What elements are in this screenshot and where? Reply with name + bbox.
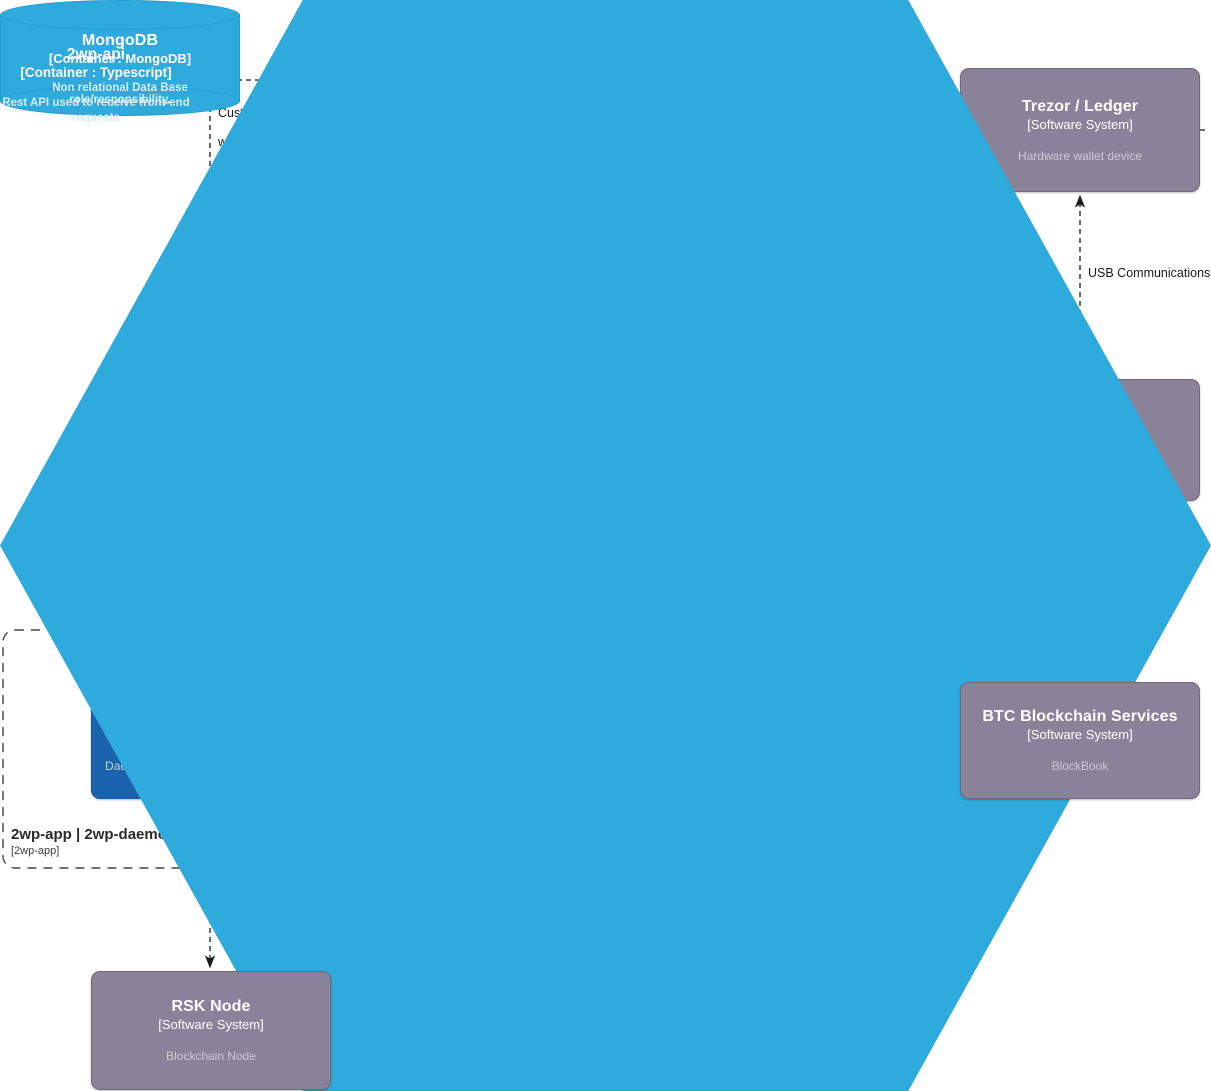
node-2wp-api-title: 2wp-api [66,46,126,63]
node-btc-blockchain-services-tech: [Software System] [1027,727,1133,742]
node-btc-blockchain-services[interactable]: BTC Blockchain Services [Software System… [960,682,1200,799]
cylinder-bottom [0,86,240,116]
node-mongodb-tech: [Container : MongoDB] [48,51,192,66]
node-trezor-ledger-description: Hardware wallet device [1017,148,1143,163]
node-mongodb[interactable]: MongoDB [Container : MongoDB] Non relati… [0,0,240,116]
node-2wp-api-description: Rest API used to receive front-end reque… [2,97,190,124]
node-rsk-node[interactable]: RSK Node [Software System] Blockchain No… [91,971,331,1090]
node-btc-blockchain-services-title: BTC Blockchain Services [982,708,1178,725]
boundary-name: 2wp-app | 2wp-daemon [11,826,177,843]
node-trezor-ledger-tech: [Software System] [1027,116,1133,132]
node-2wp-api-text: 2wp-api [Container : Typescript] Rest AP… [0,46,204,126]
node-2wp-api-tech: [Container : Typescript] [20,65,172,80]
node-mongodb-text: MongoDB [Container : MongoDB] Non relati… [0,32,240,106]
node-rsk-node-title: RSK Node [171,998,251,1015]
node-rsk-node-description: Blockchain Node [165,1049,257,1063]
node-mongodb-description: Non relational Data Base role/responsibi… [52,82,188,106]
edge-label-usb-communications: USB Communications [1088,266,1211,280]
boundary-label: 2wp-app | 2wp-daemon [2wp-app] [11,826,176,857]
node-mongodb-title: MongoDB [81,32,159,49]
boundary-tech: [2wp-app] [11,845,60,857]
node-trezor-ledger-title: Trezor / Ledger [1021,97,1139,115]
cylinder-top [0,0,240,30]
node-rsk-node-tech: [Software System] [158,1017,264,1032]
node-btc-blockchain-services-description: BlockBook [1051,759,1109,773]
